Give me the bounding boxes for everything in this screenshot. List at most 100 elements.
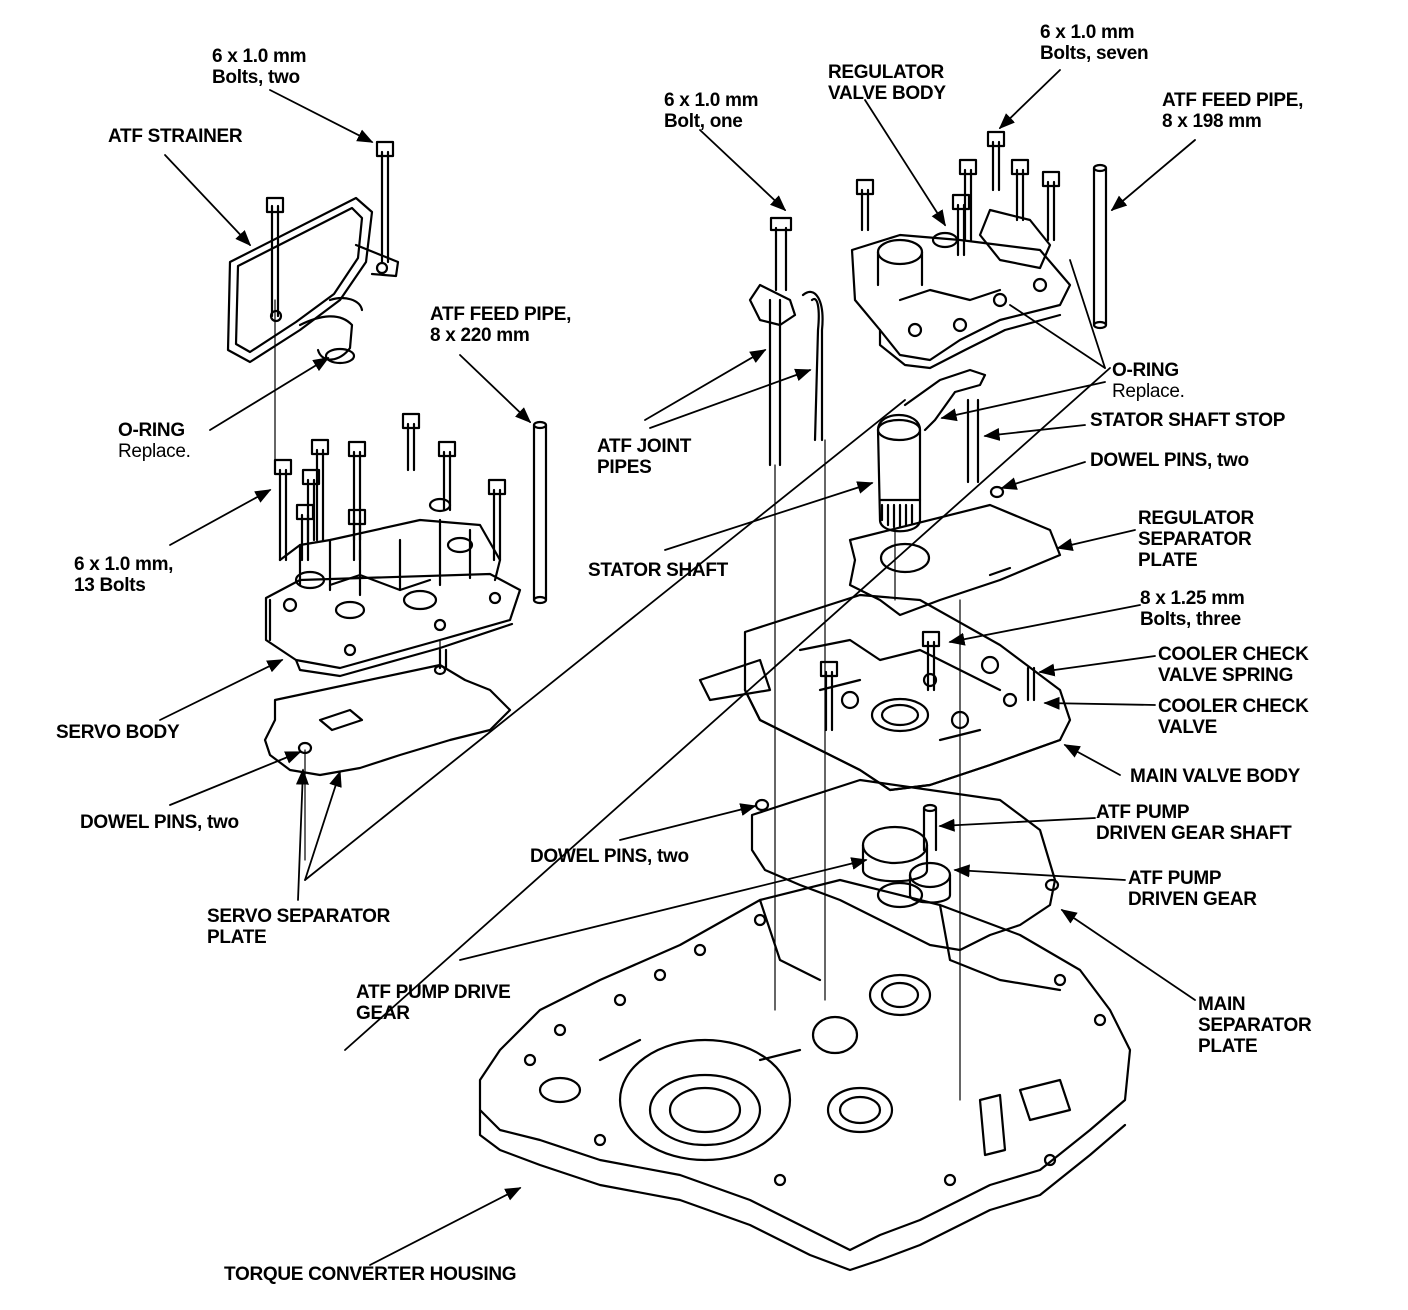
label-line: 13 Bolts xyxy=(74,575,146,596)
servo-body xyxy=(264,497,522,678)
label-line: 6 x 1.0 mm xyxy=(1040,22,1135,43)
label-atf-joint-pipes: ATF JOINT PIPES xyxy=(597,436,691,478)
label-torque-converter-housing: TORQUE CONVERTER HOUSING xyxy=(224,1264,517,1285)
main-valve-bolts xyxy=(819,630,1036,732)
regulator-separator-plate xyxy=(848,485,1062,617)
label-line: O-RING xyxy=(1112,360,1179,381)
label-line: ATF FEED PIPE, xyxy=(1162,90,1304,111)
label-line: ATF STRAINER xyxy=(108,126,243,147)
label-line: SERVO BODY xyxy=(56,722,180,743)
label-line: Bolts, two xyxy=(212,67,300,88)
label-line: COOLER CHECK xyxy=(1158,696,1309,717)
label-atf-pump-drive-gear: ATF PUMP DRIVE GEAR xyxy=(356,982,511,1024)
label-line: MAIN VALVE BODY xyxy=(1130,766,1301,787)
label-cooler-check-valve-spring: COOLER CHECK VALVE SPRING xyxy=(1158,644,1309,686)
label-line: O-RING xyxy=(118,420,185,441)
label-servo-body: SERVO BODY xyxy=(56,722,180,743)
label-servo-separator-plate: SERVO SEPARATOR PLATE xyxy=(207,906,390,948)
label-line: 6 x 1.0 mm xyxy=(212,46,307,67)
label-main-separator-plate: MAIN SEPARATOR PLATE xyxy=(1198,994,1312,1057)
label-line: Replace. xyxy=(118,441,191,462)
label-line: PLATE xyxy=(1138,550,1198,571)
label-line: PLATE xyxy=(1198,1036,1258,1057)
label-bolts-seven: 6 x 1.0 mm Bolts, seven xyxy=(1040,22,1149,64)
main-separator-plate xyxy=(750,778,1060,952)
label-atf-strainer: ATF STRAINER xyxy=(108,126,243,147)
label-line: STATOR SHAFT STOP xyxy=(1090,410,1286,431)
label-dowel-pins-right-top: DOWEL PINS, two xyxy=(1090,450,1249,471)
regulator-bolts xyxy=(855,130,1061,257)
label-line: DRIVEN GEAR SHAFT xyxy=(1096,823,1292,844)
label-line: STATOR SHAFT xyxy=(588,560,728,581)
label-main-valve-body: MAIN VALVE BODY xyxy=(1130,766,1300,787)
alignment-lines xyxy=(274,299,961,1101)
atf-strainer xyxy=(226,196,400,365)
label-atf-feed-pipe-220: ATF FEED PIPE, 8 x 220 mm xyxy=(430,304,571,346)
label-13-bolts: 6 x 1.0 mm, 13 Bolts xyxy=(74,554,173,596)
label-line: ATF PUMP xyxy=(1128,868,1222,889)
stator-shaft-stop xyxy=(903,368,987,432)
label-line: DOWEL PINS, two xyxy=(80,812,239,833)
label-atf-pump-driven-gear-shaft: ATF PUMP DRIVEN GEAR SHAFT xyxy=(1096,802,1292,844)
label-cooler-check-valve: COOLER CHECK VALVE xyxy=(1158,696,1309,738)
label-line: Replace. xyxy=(1112,381,1185,402)
servo-separator-plate xyxy=(263,648,512,777)
label-regulator-separator-plate: REGULATOR SEPARATOR PLATE xyxy=(1138,508,1254,571)
label-line: ATF JOINT xyxy=(597,436,692,457)
label-line: 8 x 1.25 mm xyxy=(1140,588,1245,609)
label-servo-strainer-bolts: 6 x 1.0 mm Bolts, two xyxy=(212,46,306,88)
label-bolts-three: 8 x 1.25 mm Bolts, three xyxy=(1140,588,1245,630)
label-line: COOLER CHECK xyxy=(1158,644,1309,665)
atf-joint-pipes xyxy=(748,216,824,467)
atf-feed-pipe-198 xyxy=(1092,163,1108,330)
atf-pump-gears xyxy=(861,803,952,909)
label-line: REGULATOR xyxy=(1138,508,1254,529)
label-dowel-pins-mid: DOWEL PINS, two xyxy=(530,846,689,867)
regulator-valve-body xyxy=(850,208,1072,370)
label-line: VALVE xyxy=(1158,717,1218,738)
label-line: TORQUE CONVERTER HOUSING xyxy=(224,1264,517,1285)
label-line: MAIN xyxy=(1198,994,1246,1015)
label-line: 6 x 1.0 mm, xyxy=(74,554,174,575)
stop-pin xyxy=(966,398,980,484)
label-line: SEPARATOR xyxy=(1198,1015,1312,1036)
label-line: SEPARATOR xyxy=(1138,529,1252,550)
atf-feed-pipe-220 xyxy=(532,420,548,605)
label-line: ATF PUMP xyxy=(1096,802,1190,823)
stator-shaft xyxy=(876,413,922,533)
label-line: 8 x 220 mm xyxy=(430,325,530,346)
label-line: VALVE SPRING xyxy=(1158,665,1294,686)
label-line: PLATE xyxy=(207,927,267,948)
label-line: Bolts, three xyxy=(1140,609,1241,630)
label-line: Bolts, seven xyxy=(1040,43,1149,64)
label-atf-pump-driven-gear: ATF PUMP DRIVEN GEAR xyxy=(1128,868,1257,910)
label-line: SERVO SEPARATOR xyxy=(207,906,391,927)
label-line: Bolt, one xyxy=(664,111,743,132)
leader-lines xyxy=(159,69,1196,1266)
label-line: GEAR xyxy=(356,1003,410,1024)
label-line: DOWEL PINS, two xyxy=(530,846,689,867)
label-stator-shaft: STATOR SHAFT xyxy=(588,560,728,581)
label-line: DRIVEN GEAR xyxy=(1128,889,1257,910)
label-o-ring-left: O-RING Replace. xyxy=(118,420,191,462)
label-line: 6 x 1.0 mm xyxy=(664,90,759,111)
label-line: ATF FEED PIPE, xyxy=(430,304,572,325)
main-valve-body xyxy=(698,593,1072,792)
label-o-ring-right: O-RING Replace. xyxy=(1112,360,1185,402)
label-line: PIPES xyxy=(597,457,652,478)
label-line: 8 x 198 mm xyxy=(1162,111,1262,132)
servo-bolts xyxy=(273,412,507,562)
strainer-bolts xyxy=(265,140,395,318)
label-atf-feed-pipe-198: ATF FEED PIPE, 8 x 198 mm xyxy=(1162,90,1303,132)
label-line: VALVE BODY xyxy=(828,83,946,104)
label-bolt-one: 6 x 1.0 mm Bolt, one xyxy=(664,90,758,132)
label-stator-shaft-stop: STATOR SHAFT STOP xyxy=(1090,410,1285,431)
torque-converter-housing xyxy=(478,878,1132,1272)
label-line: ATF PUMP DRIVE xyxy=(356,982,511,1003)
label-dowel-pins-left: DOWEL PINS, two xyxy=(80,812,239,833)
label-regulator-valve-body: REGULATOR VALVE BODY xyxy=(828,62,946,104)
label-line: DOWEL PINS, two xyxy=(1090,450,1249,471)
label-line: REGULATOR xyxy=(828,62,944,83)
